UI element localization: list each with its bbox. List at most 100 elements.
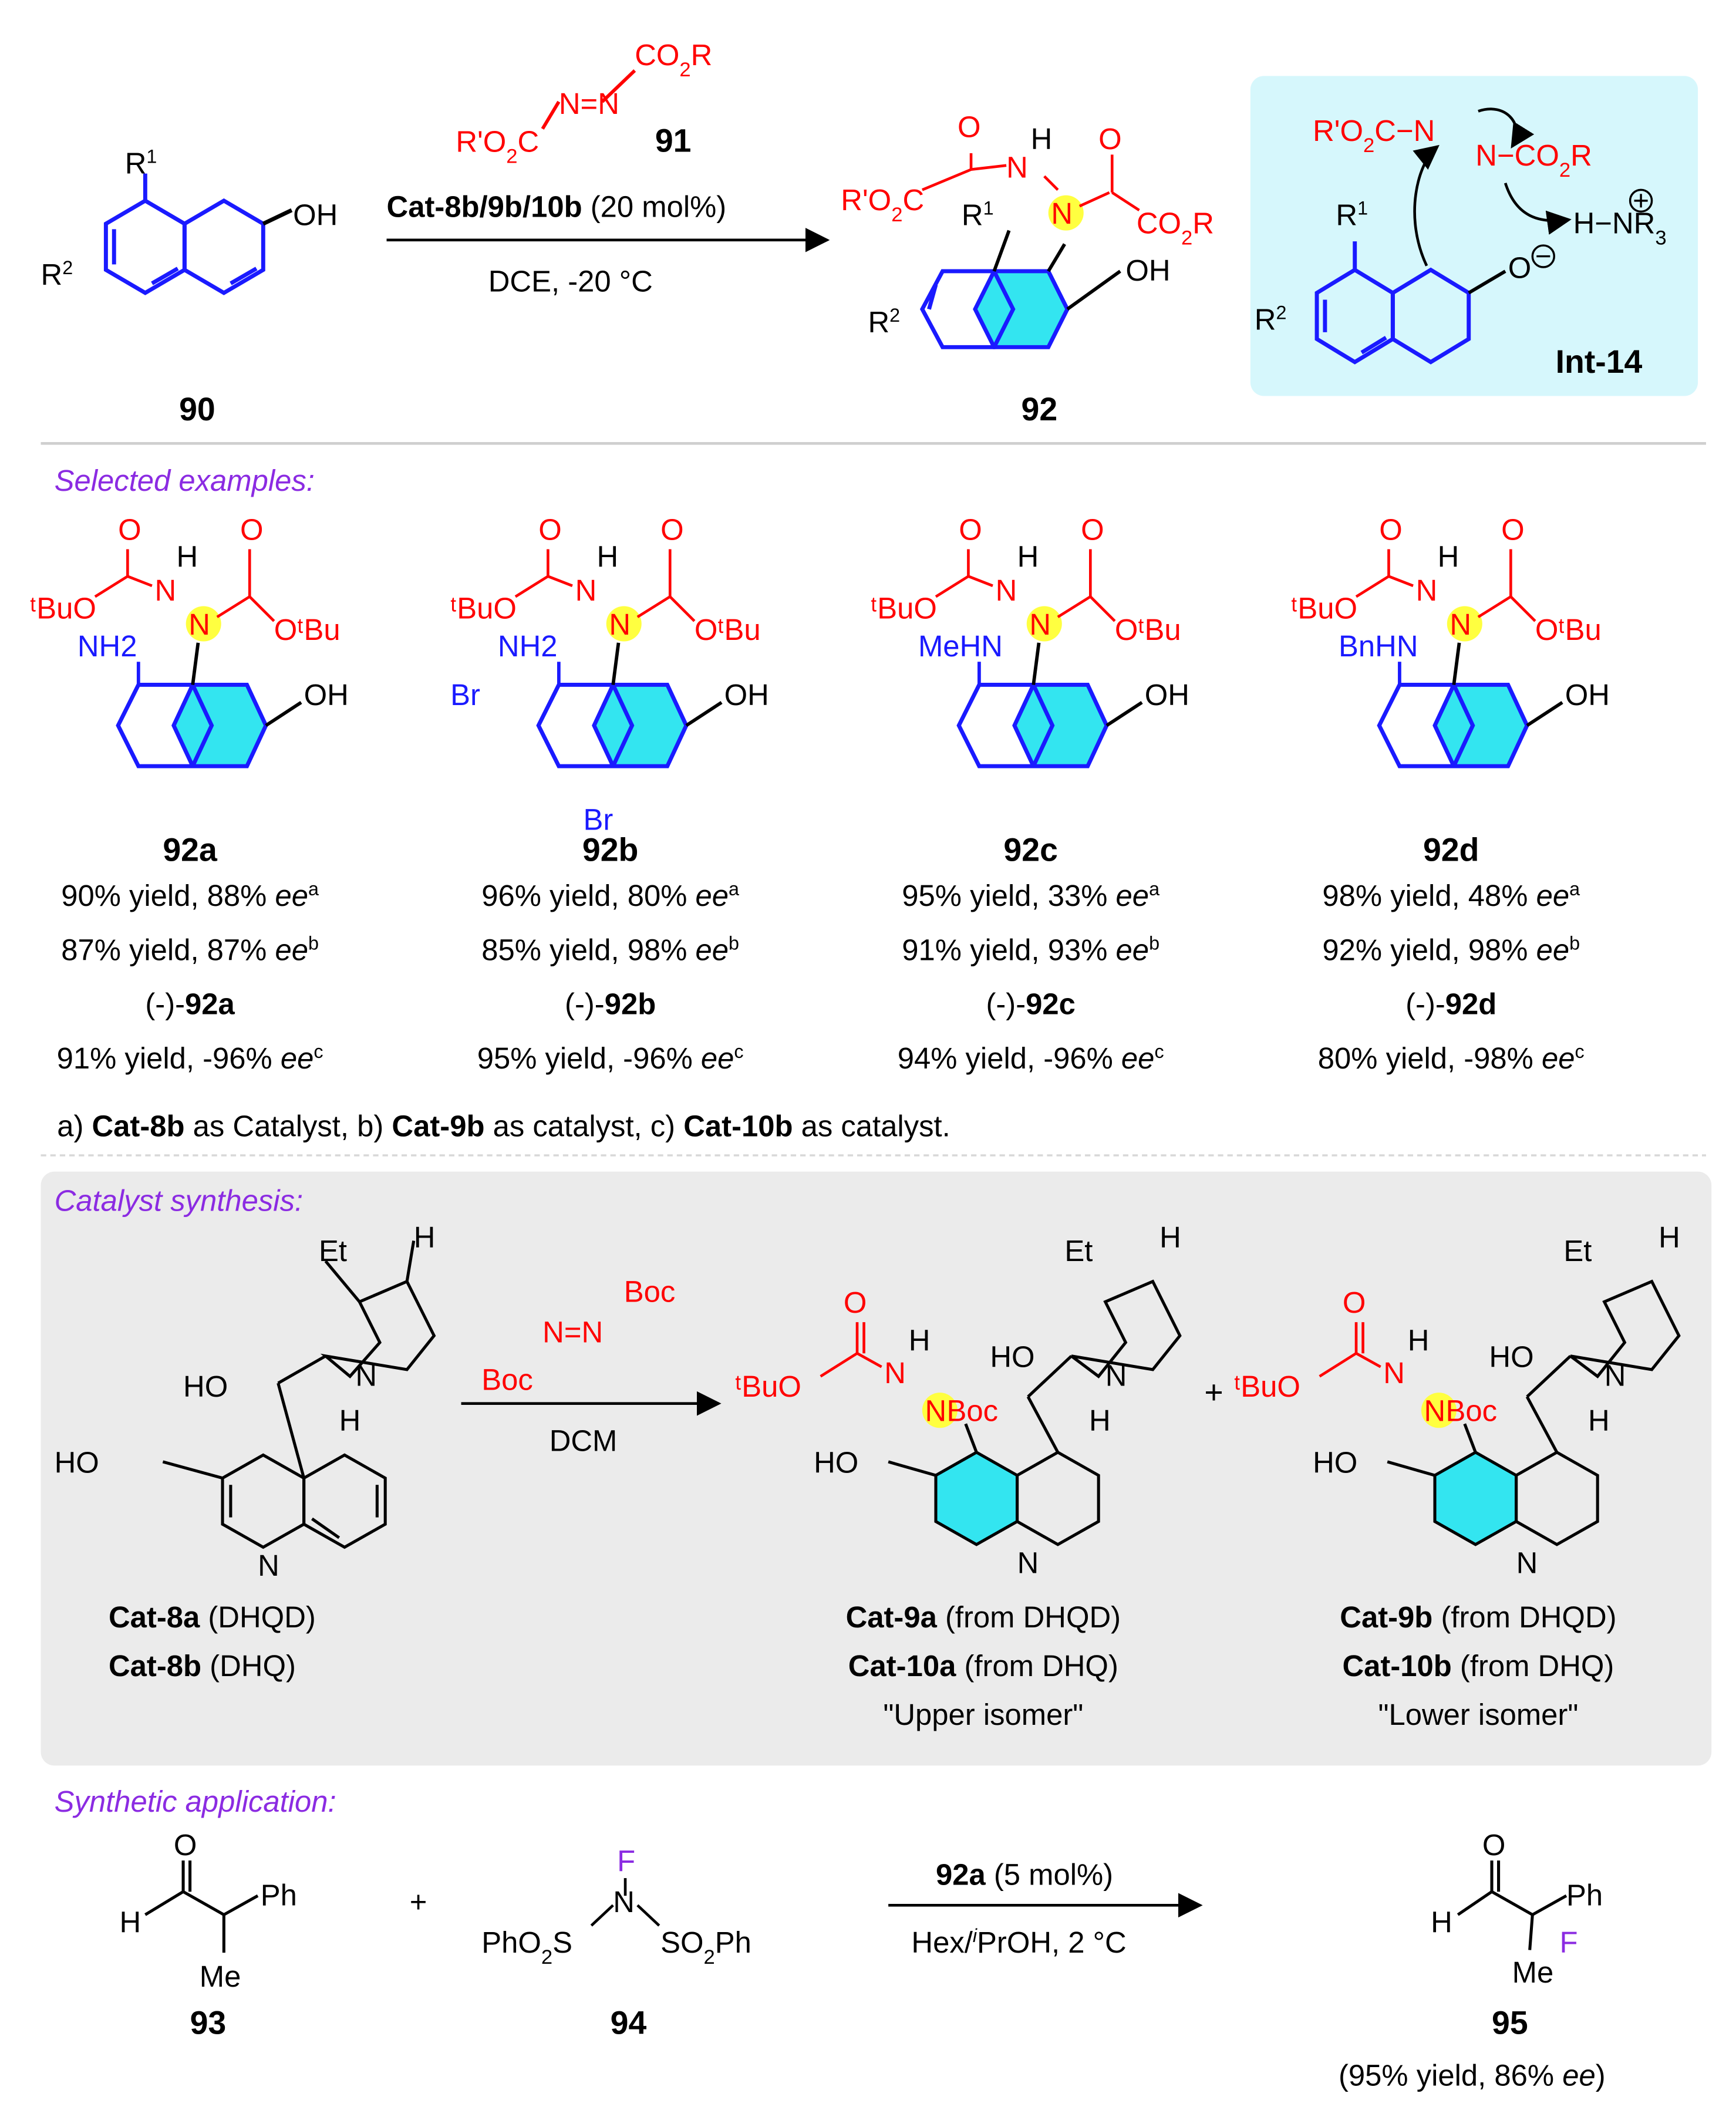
svg-text:H: H xyxy=(1408,1324,1430,1357)
result-line: 85% yield, 98% eeb xyxy=(481,932,739,966)
svg-text:OH: OH xyxy=(304,678,349,712)
svg-text:N: N xyxy=(355,1359,377,1393)
svg-text:N: N xyxy=(1383,1356,1405,1390)
svg-text:N: N xyxy=(1105,1359,1127,1393)
svg-text:O: O xyxy=(118,513,141,546)
curved-arrow-nn xyxy=(1478,107,1535,149)
catalyst-synthesis-header: Catalyst synthesis: xyxy=(55,1184,303,1218)
result-line: 92% yield, 98% eeb xyxy=(1322,932,1580,966)
lower-isomer-line-2: Cat-10b (from DHQ) xyxy=(1343,1649,1614,1683)
svg-text:N: N xyxy=(1029,608,1051,641)
svg-text:O: O xyxy=(1501,513,1525,546)
svg-text:H: H xyxy=(909,1324,931,1357)
azo-ester-bottom: R'O2C xyxy=(456,125,539,168)
svg-text:N: N xyxy=(155,574,177,607)
svg-text:CO2R: CO2R xyxy=(1137,206,1214,249)
upper-isomer-caption: "Upper isomer" xyxy=(883,1698,1083,1731)
result-line: 95% yield, -96% eec xyxy=(477,1041,744,1075)
application-catalyst: 92a (5 mol%) xyxy=(936,1858,1113,1892)
svg-text:ᵗBuO: ᵗBuO xyxy=(735,1370,801,1403)
svg-text:H: H xyxy=(1659,1221,1680,1254)
svg-text:ᵗBuO: ᵗBuO xyxy=(1234,1370,1300,1403)
conditions-catalyst: Cat-8b/9b/10b (20 mol%) xyxy=(387,190,727,224)
conditions-solvent: DCE, -20 °C xyxy=(488,265,653,298)
lower-isomer-line-1: Cat-9b (from DHQD) xyxy=(1340,1600,1616,1634)
svg-text:Ph: Ph xyxy=(261,1878,297,1912)
svg-text:N: N xyxy=(925,1394,947,1428)
svg-text:Boc: Boc xyxy=(946,1394,998,1428)
svg-text:N: N xyxy=(1516,1546,1538,1579)
svg-text:HO: HO xyxy=(55,1445,99,1479)
svg-text:Ph: Ph xyxy=(1566,1878,1603,1912)
svg-text:ᵗBuO: ᵗBuO xyxy=(30,591,96,625)
selected-examples-header: Selected examples: xyxy=(55,464,315,497)
compound-93-structure xyxy=(144,1860,259,1953)
upper-isomer-line-1: Cat-9a (from DHQD) xyxy=(846,1600,1121,1634)
svg-text:O: O xyxy=(1098,122,1122,156)
example-label: 92c xyxy=(1003,832,1057,868)
svg-text:H: H xyxy=(1089,1404,1111,1437)
application-solvent: Hex/iPrOH, 2 °C xyxy=(911,1925,1126,1959)
svg-text:O: O xyxy=(1508,251,1532,285)
result-line: 90% yield, 88% eea xyxy=(61,878,319,912)
enantiomer-label: (-)-92d xyxy=(1405,987,1496,1021)
svg-text:R2: R2 xyxy=(868,305,901,339)
svg-text:H: H xyxy=(1031,122,1053,156)
compound-90-r1: R1 xyxy=(125,146,157,180)
compound-92-structure xyxy=(919,230,1121,349)
svg-text:OᵗBu: OᵗBu xyxy=(274,613,341,646)
svg-text:Et: Et xyxy=(1563,1234,1592,1267)
svg-text:N: N xyxy=(613,1885,635,1919)
svg-text:H: H xyxy=(414,1221,436,1254)
svg-text:N: N xyxy=(1051,197,1073,230)
svg-text:O: O xyxy=(844,1286,867,1319)
svg-text:H: H xyxy=(597,540,619,574)
result-line: 95% yield, 33% eea xyxy=(902,878,1159,912)
svg-text:N: N xyxy=(1416,574,1438,607)
compound-90-structure xyxy=(103,173,265,295)
upper-isomer-line-2: Cat-10a (from DHQ) xyxy=(848,1649,1118,1683)
compound-90-label: 90 xyxy=(179,391,215,427)
int-14-structure xyxy=(1314,241,1471,365)
svg-text:H: H xyxy=(119,1905,141,1939)
enantiomer-label: (-)-92b xyxy=(565,987,656,1021)
example-label: 92d xyxy=(1423,832,1479,868)
svg-text:H: H xyxy=(176,540,198,574)
svg-text:O: O xyxy=(1343,1286,1366,1319)
svg-text:N: N xyxy=(1450,608,1471,641)
svg-text:F: F xyxy=(617,1845,635,1878)
svg-text:H: H xyxy=(339,1404,361,1437)
svg-text:N: N xyxy=(609,608,631,641)
svg-text:O: O xyxy=(1081,513,1104,546)
example-result-92d: 92d 98% yield, 48% eea 92% yield, 98% eeb (… xyxy=(1318,832,1585,1075)
application-header: Synthetic application: xyxy=(55,1785,336,1818)
lower-isomer-caption: "Lower isomer" xyxy=(1378,1698,1578,1731)
svg-text:HO: HO xyxy=(814,1445,858,1479)
cat-8-structure xyxy=(162,1240,436,1549)
svg-text:O: O xyxy=(1482,1828,1506,1862)
azo-ester-top: CO2R xyxy=(635,38,712,81)
svg-text:HO: HO xyxy=(990,1340,1034,1373)
examples-footnote: a) Cat-8b as Catalyst, b) Cat-9b as cata… xyxy=(57,1110,950,1143)
int-14-highlight-box xyxy=(1250,76,1698,396)
svg-text:H: H xyxy=(1159,1221,1181,1254)
svg-text:N: N xyxy=(1017,1546,1039,1579)
svg-text:N: N xyxy=(1424,1394,1446,1428)
svg-text:R1: R1 xyxy=(962,197,994,231)
svg-text:O: O xyxy=(174,1828,197,1862)
svg-text:N: N xyxy=(884,1356,906,1390)
application-plus: + xyxy=(410,1885,427,1919)
catalyst-synthesis-panel xyxy=(41,1171,1712,1766)
result-line: 98% yield, 48% eea xyxy=(1322,878,1580,912)
svg-text:N: N xyxy=(1604,1359,1626,1393)
svg-text:HO: HO xyxy=(1489,1340,1533,1373)
svg-text:N: N xyxy=(258,1549,279,1582)
svg-text:N: N xyxy=(188,608,210,641)
svg-text:Et: Et xyxy=(1064,1234,1093,1267)
